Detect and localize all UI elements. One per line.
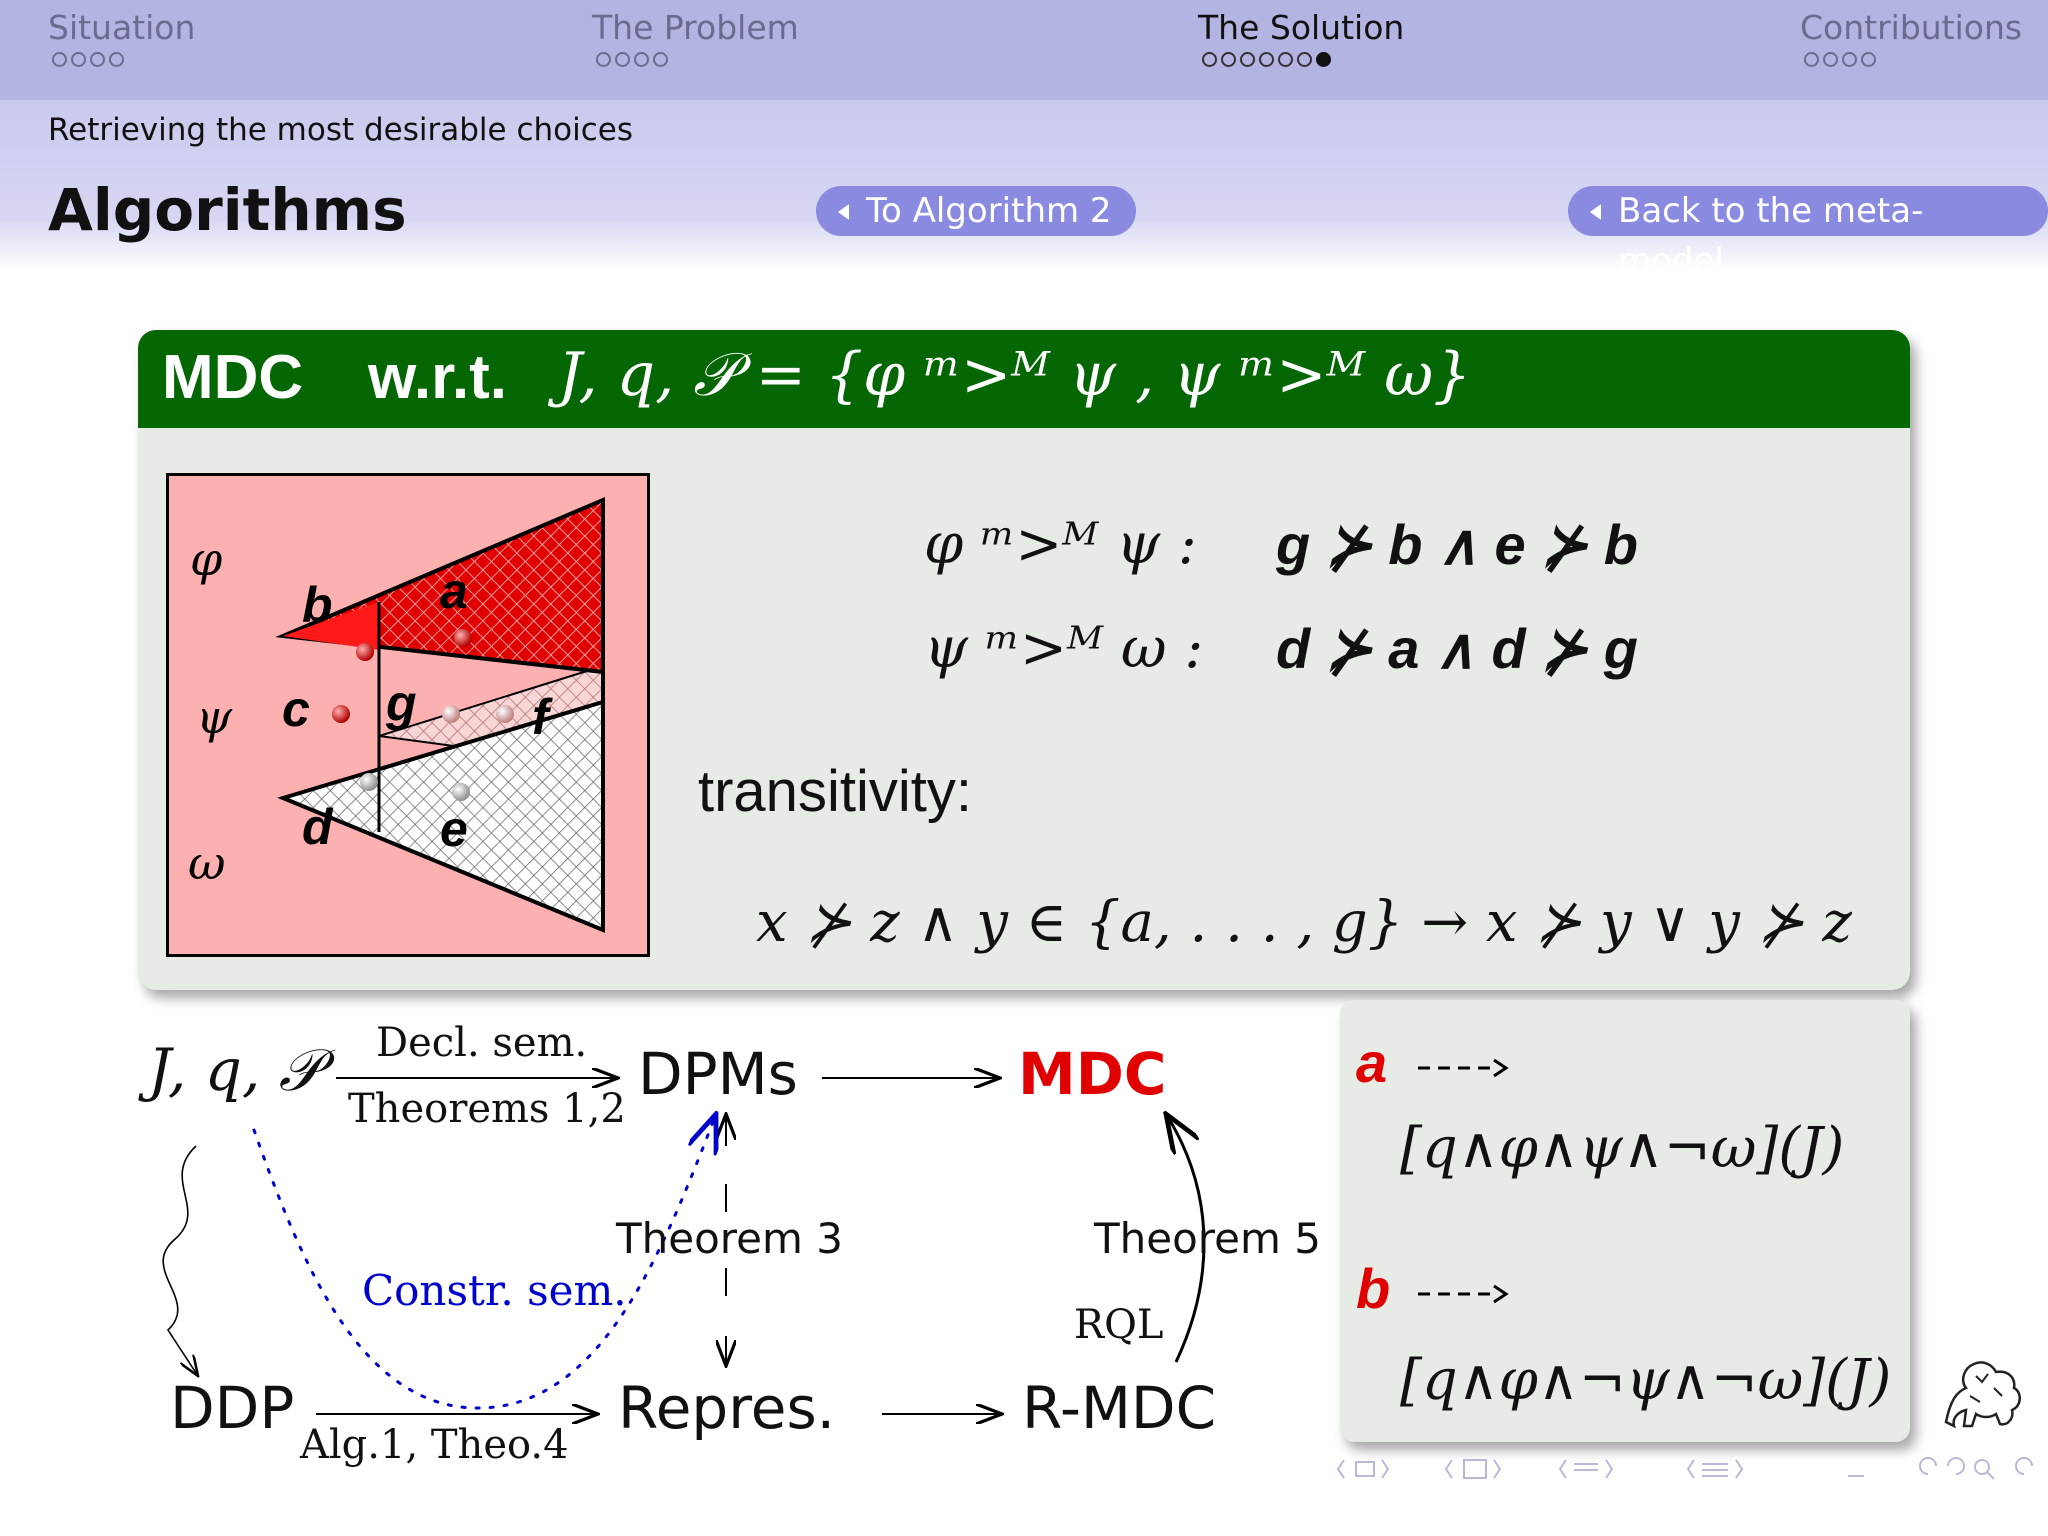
- venn-point-f: f: [532, 688, 549, 746]
- nav-subsection-dots[interactable]: [1202, 52, 1331, 67]
- block-title-formula: J, q, 𝒫 = {φ ᵐ>ᴹ ψ , ψ ᵐ>ᴹ ω}: [558, 340, 1471, 410]
- diagram-theorem5: Theorem 5: [1094, 1214, 1321, 1263]
- nav-dot[interactable]: [596, 52, 611, 67]
- nav-dot[interactable]: [1804, 52, 1819, 67]
- arrow-squiggle: [163, 1146, 198, 1376]
- result-a-label: a: [1356, 1030, 1387, 1095]
- block-title-bar: MDC w.r.t. J, q, 𝒫 = {φ ᵐ>ᴹ ψ , ψ ᵐ>ᴹ ω}: [138, 330, 1910, 428]
- point-a-marker: [454, 629, 472, 647]
- result-b-label: b: [1356, 1256, 1390, 1321]
- venn-point-c: c: [282, 680, 310, 738]
- diagram-mdc: MDC: [1018, 1040, 1166, 1108]
- nav-subsection-dots[interactable]: [596, 52, 668, 67]
- nav-dot[interactable]: [52, 52, 67, 67]
- point-e-marker: [452, 783, 470, 801]
- nav-section-situation[interactable]: Situation: [48, 8, 195, 47]
- point-c-marker: [332, 705, 350, 723]
- diagram-theorems12: Theorems 1,2: [348, 1086, 626, 1132]
- nav-dot[interactable]: [1842, 52, 1857, 67]
- nav-dot[interactable]: [1259, 52, 1274, 67]
- nav-dot[interactable]: [653, 52, 668, 67]
- nav-subsection-dots[interactable]: [1804, 52, 1876, 67]
- dashed-arrow-icon: [1416, 1282, 1512, 1306]
- subsection-title: Retrieving the most desirable choices: [48, 112, 633, 148]
- venn-point-e: e: [440, 800, 468, 858]
- to-algorithm-label: To Algorithm 2: [866, 191, 1112, 231]
- nav-section-label: Contributions: [1800, 8, 2022, 47]
- diagram-dpms: DPMs: [638, 1040, 798, 1108]
- venn-label-psi: ψ: [196, 690, 232, 744]
- transitivity-label: transitivity:: [698, 758, 972, 825]
- result-b-formula: [q∧φ∧¬ψ∧¬ω](J): [1400, 1348, 1891, 1413]
- nav-dot[interactable]: [1297, 52, 1312, 67]
- nav-section-label: Situation: [48, 8, 195, 47]
- beamer-navigation-symbols: [1336, 1452, 2036, 1486]
- venn-point-g: g: [386, 674, 417, 732]
- nav-section-label: The Solution: [1198, 8, 1404, 47]
- venn-point-d: d: [302, 798, 333, 856]
- nav-dot[interactable]: [1221, 52, 1236, 67]
- diagram-constr-sem: Constr. sem.: [362, 1266, 627, 1315]
- point-b-marker: [356, 643, 374, 661]
- nav-dot-current[interactable]: [1316, 52, 1331, 67]
- diagram-input-text: J, q, 𝒫: [148, 1036, 321, 1104]
- venn-point-a: a: [440, 562, 468, 620]
- relation-phi-psi-rhs: g ⊁ b ∧ e ⊁ b: [1276, 512, 1638, 578]
- block-title-wrt: w.r.t.: [368, 342, 507, 413]
- nav-dot[interactable]: [1278, 52, 1293, 67]
- venn-point-b: b: [302, 576, 333, 634]
- diagram-rmdc: R-MDC: [1022, 1374, 1216, 1442]
- nav-section-solution[interactable]: The Solution: [1198, 8, 1404, 47]
- result-side-box: a [q∧φ∧ψ∧¬ω](J) b [q∧φ∧¬ψ∧¬ω](J): [1340, 1000, 1910, 1442]
- nav-dot[interactable]: [1861, 52, 1876, 67]
- nav-dot[interactable]: [634, 52, 649, 67]
- relation-psi-omega-lhs: ψ ᵐ>ᴹ ω :: [924, 616, 1203, 681]
- diagram-rql: RQL: [1074, 1302, 1163, 1348]
- left-triangle-icon: [838, 204, 849, 220]
- diagram-repres: Repres.: [618, 1374, 835, 1442]
- venn-label-omega: ω: [188, 836, 226, 890]
- point-d-marker: [360, 773, 378, 791]
- frame-title: Algorithms: [48, 176, 407, 244]
- transitivity-formula: x ⊁ z ∧ y ∈ {a, . . . , g} → x ⊁ y ∨ y ⊁…: [756, 890, 1852, 955]
- university-lion-logo: [1936, 1352, 2026, 1430]
- nav-dot[interactable]: [1240, 52, 1255, 67]
- point-f-marker: [496, 705, 514, 723]
- dashed-arrow-icon: [1416, 1056, 1512, 1080]
- left-triangle-icon: [1590, 204, 1601, 220]
- diagram-decl-sem: Decl. sem.: [376, 1020, 587, 1066]
- point-g-marker: [442, 705, 460, 723]
- relation-psi-omega-rhs: d ⊁ a ∧ d ⊁ g: [1276, 616, 1638, 682]
- nav-section-label: The Problem: [592, 8, 799, 47]
- back-meta-model-button[interactable]: Back to the meta-model: [1568, 186, 2048, 236]
- diagram-ddp: DDP: [170, 1374, 294, 1442]
- nav-section-contributions[interactable]: Contributions: [1800, 8, 2022, 47]
- section-navigation-bar: Situation The Problem The Solution Contr…: [0, 0, 2048, 100]
- to-algorithm-button[interactable]: To Algorithm 2: [816, 186, 1136, 236]
- relation-phi-psi-lhs: φ ᵐ>ᴹ ψ :: [924, 512, 1197, 577]
- nav-dot[interactable]: [90, 52, 105, 67]
- nav-dot[interactable]: [109, 52, 124, 67]
- nav-dot[interactable]: [1823, 52, 1838, 67]
- venn-label-phi: φ: [190, 532, 222, 586]
- nav-section-problem[interactable]: The Problem: [592, 8, 799, 47]
- nav-dot[interactable]: [71, 52, 86, 67]
- diagram-alg: Alg.1, Theo.4: [300, 1422, 569, 1468]
- nav-dot[interactable]: [615, 52, 630, 67]
- nav-dot[interactable]: [1202, 52, 1217, 67]
- diagram-theorem3: Theorem 3: [616, 1214, 843, 1263]
- block-title-mdc: MDC: [162, 342, 303, 413]
- diagram-input: J, q, 𝒫: [148, 1036, 321, 1105]
- result-a-formula: [q∧φ∧ψ∧¬ω](J): [1400, 1116, 1844, 1181]
- nav-subsection-dots[interactable]: [52, 52, 124, 67]
